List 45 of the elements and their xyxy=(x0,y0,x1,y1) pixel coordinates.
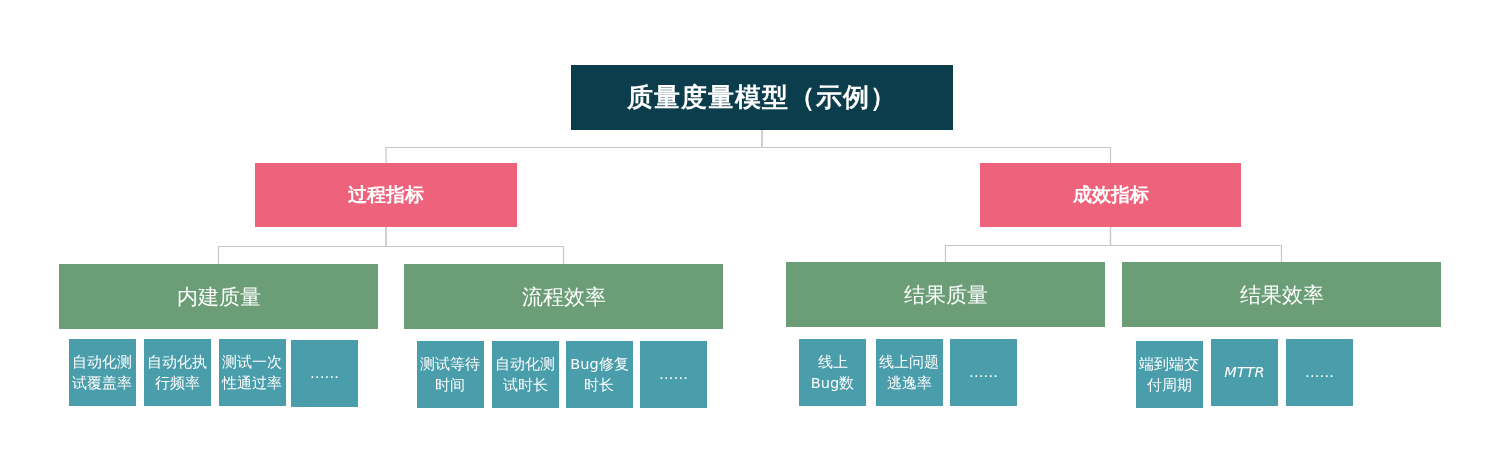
metric-label: 线上问题逃逸率 xyxy=(879,353,940,393)
metric-label: 端到端交付周期 xyxy=(1139,355,1200,395)
metric-tile xyxy=(291,340,358,407)
metric-tile xyxy=(566,341,633,408)
metric-label: …… xyxy=(969,363,998,383)
metric-tile xyxy=(69,339,136,406)
subcategory-label: 流程效率 xyxy=(521,283,606,311)
subcategory-box xyxy=(1122,262,1441,327)
category-box xyxy=(255,163,517,227)
connector-line xyxy=(385,226,565,265)
metric-tile xyxy=(799,339,866,406)
metric-label: 线上Bug数 xyxy=(810,353,855,393)
metric-tile xyxy=(876,339,943,406)
connector-line xyxy=(761,129,1112,164)
category-label: 过程指标 xyxy=(348,182,424,207)
metric-label: 自动化测试覆盖率 xyxy=(72,353,133,393)
metric-label: 测试等待时间 xyxy=(420,355,481,395)
category-label: 成效指标 xyxy=(1072,182,1149,207)
metric-tile xyxy=(417,341,484,408)
metric-tile xyxy=(1286,339,1353,406)
root-title: 质量度量模型（示例） xyxy=(627,81,897,114)
metric-label: …… xyxy=(1305,363,1334,383)
metric-label: 测试一次性通过率 xyxy=(222,353,283,393)
metric-label: MTTR xyxy=(1224,363,1265,383)
metric-label: 自动化执行频率 xyxy=(147,353,208,393)
subcategory-box xyxy=(59,264,378,329)
metric-tile xyxy=(492,341,559,408)
subcategory-label: 内建质量 xyxy=(176,283,261,311)
connector-line xyxy=(1109,226,1283,263)
metric-tile xyxy=(219,339,286,406)
metric-label: …… xyxy=(659,365,688,385)
metric-tile xyxy=(1136,341,1203,408)
subcategory-box xyxy=(404,264,723,329)
metric-label: Bug修复时长 xyxy=(569,355,630,395)
metric-tile xyxy=(1211,339,1278,406)
subcategory-box xyxy=(786,262,1105,327)
subcategory-label: 结果效率 xyxy=(1239,281,1324,309)
metric-tile xyxy=(950,339,1017,406)
category-box xyxy=(980,163,1241,227)
metric-tile xyxy=(640,341,707,408)
metric-label: …… xyxy=(310,364,339,384)
subcategory-label: 结果质量 xyxy=(903,281,988,309)
root-box xyxy=(571,65,953,130)
metric-tile xyxy=(144,339,211,406)
metric-label: 自动化测试时长 xyxy=(495,355,556,395)
